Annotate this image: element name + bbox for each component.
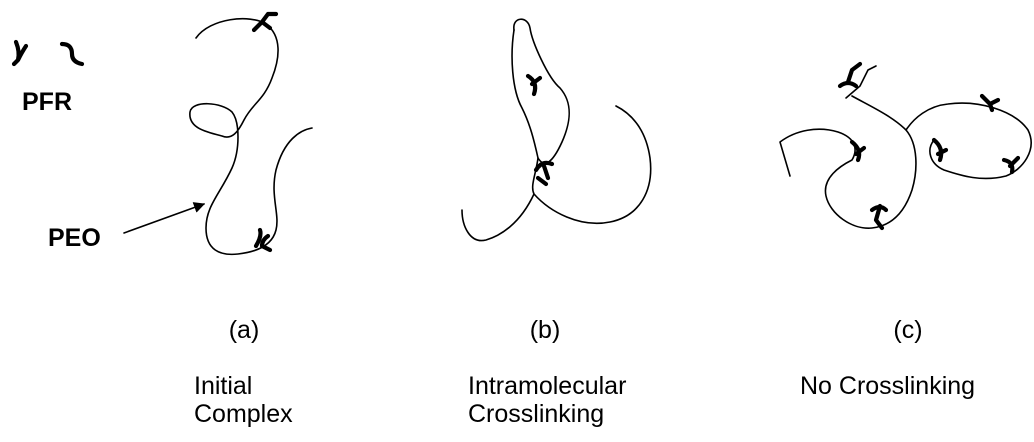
panel-a-caption-line1: Initial [194, 372, 252, 400]
pfr-c-4 [934, 140, 946, 160]
pfr-a-2 [256, 230, 270, 250]
pfr-label: PFR [22, 88, 72, 116]
pfr-legend-icon [14, 42, 82, 64]
peo-chain-a [190, 19, 312, 255]
pfr-c-1 [840, 64, 860, 86]
panel-c-tag: (c) [893, 316, 922, 344]
panel-b-tag: (b) [530, 316, 561, 344]
panel-c-caption-line1: No Crosslinking [800, 372, 975, 400]
panel-b-caption-line1: Intramolecular [468, 372, 626, 400]
panel-b [462, 19, 651, 240]
panel-a-caption-line2: Complex [194, 400, 293, 428]
legend: PFR PEO [14, 42, 204, 252]
pfr-b-2 [536, 163, 552, 184]
pfr-b-1 [528, 76, 540, 94]
peo-arrow [124, 204, 204, 233]
panel-a [190, 14, 312, 254]
pfr-a-1 [254, 14, 276, 30]
peo-label: PEO [48, 224, 101, 252]
peo-chain-b [462, 19, 651, 240]
panel-a-tag: (a) [229, 316, 260, 344]
peo-chain-c [780, 96, 1031, 228]
panel-b-caption-line2: Crosslinking [468, 400, 604, 428]
panel-c [780, 64, 1031, 228]
